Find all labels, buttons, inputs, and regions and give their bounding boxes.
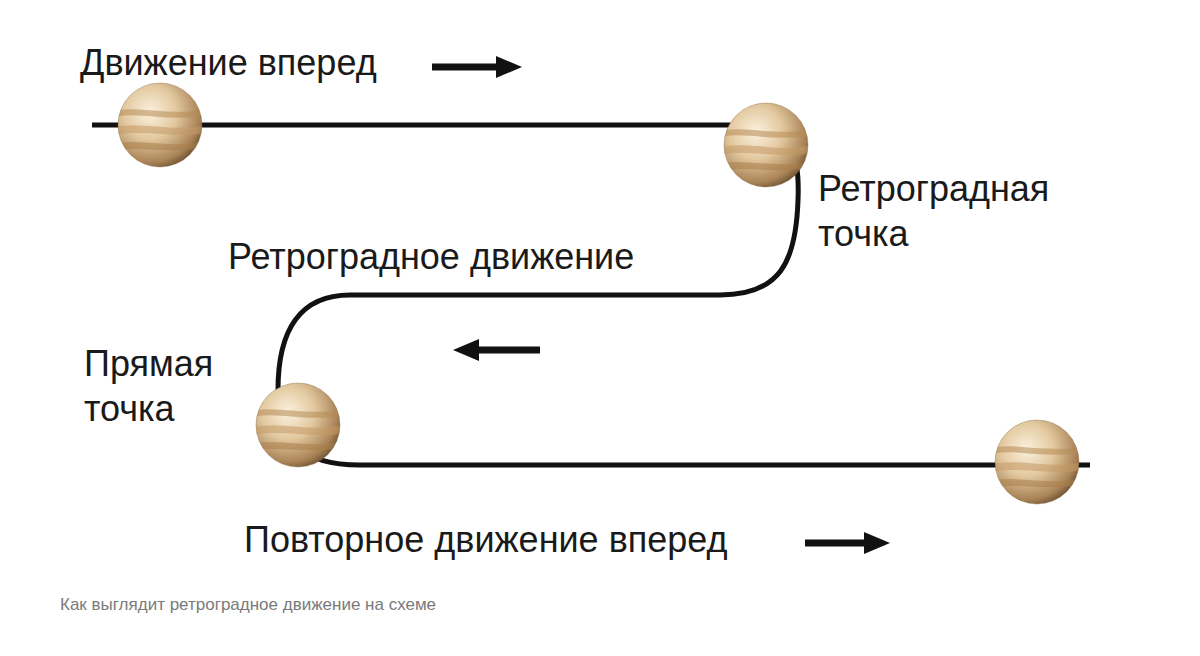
planet-symbol (115, 83, 205, 167)
text-label: Ретроградная точка (818, 166, 1088, 256)
text-label: Повторное движение вперед (244, 517, 804, 562)
text-label: Прямая точка (84, 341, 244, 431)
orbit-path (92, 125, 1090, 465)
text-label: Ретроградное движение (228, 234, 728, 279)
direction-arrow (432, 56, 522, 78)
direction-arrow (453, 339, 540, 361)
planet-symbol (253, 383, 343, 467)
planet-symbol (721, 103, 811, 187)
figure-caption: Как выглядит ретроградное движение на сх… (60, 594, 436, 616)
planet-symbol (992, 420, 1082, 504)
direction-arrow (805, 532, 890, 554)
text-label: Движение вперед (80, 40, 440, 85)
